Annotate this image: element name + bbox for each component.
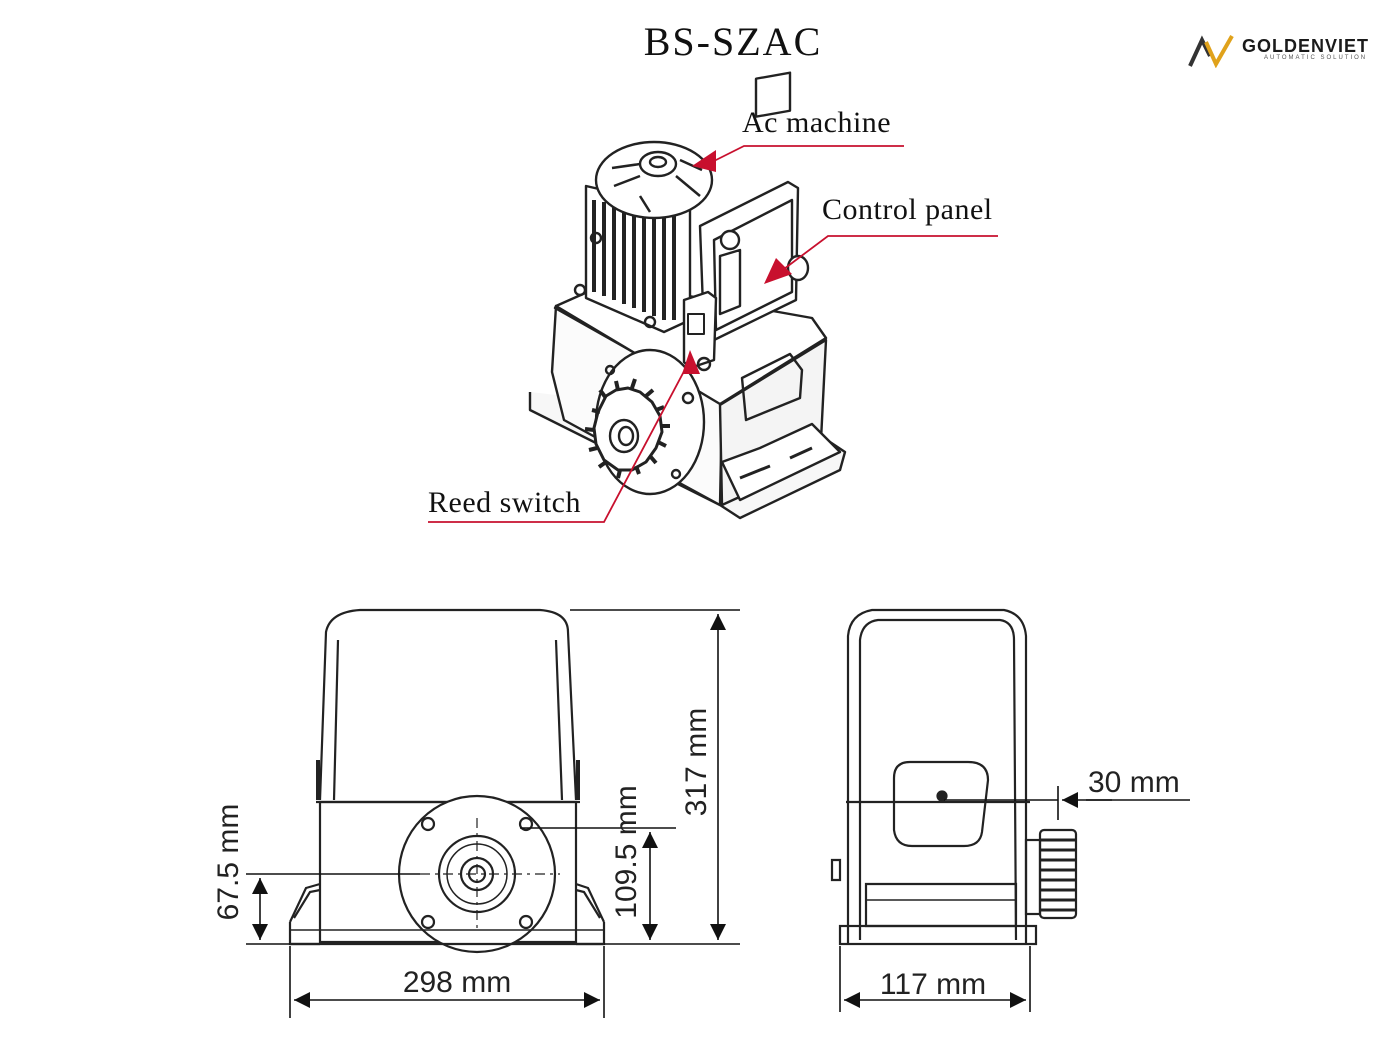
logo-tagline: AUTOMATIC SOLUTION bbox=[1264, 55, 1368, 61]
callout-leaders bbox=[428, 145, 998, 523]
control-panel-board bbox=[698, 71, 810, 342]
leader-ac-machine bbox=[711, 145, 904, 163]
reed-switch-part bbox=[682, 290, 718, 372]
callout-control-panel: Control panel bbox=[822, 193, 993, 226]
leader-reed-switch bbox=[428, 359, 691, 523]
dim-317mm: 317 mm bbox=[680, 708, 713, 816]
dim-298mm: 298 mm bbox=[403, 966, 511, 999]
isometric-view bbox=[528, 71, 847, 520]
dim-117mm: 117 mm bbox=[880, 968, 986, 1001]
leader-control-panel bbox=[779, 235, 998, 273]
dimension-lines bbox=[246, 609, 1190, 1018]
side-recess bbox=[740, 352, 804, 422]
pinion-gear bbox=[584, 378, 670, 479]
goldenviet-logo-icon bbox=[1188, 35, 1234, 68]
side-pinion-gear bbox=[1024, 828, 1078, 920]
ac-motor bbox=[573, 140, 714, 334]
side-housing-outline bbox=[846, 608, 1028, 944]
dimension-labels: 317 mm 109.5 mm 67.5 mm 298 mm 117 mm 30… bbox=[212, 708, 1180, 1001]
mounting-foot bbox=[720, 422, 842, 502]
logo-name: GOLDENVIET bbox=[1242, 36, 1370, 56]
front-elevation bbox=[288, 608, 606, 954]
side-handle-recess bbox=[892, 760, 990, 848]
front-housing-outline bbox=[318, 608, 578, 801]
dim-30mm: 30 mm bbox=[1088, 766, 1180, 799]
callout-reed-switch: Reed switch bbox=[428, 486, 581, 519]
side-elevation bbox=[830, 608, 1078, 946]
front-right-foot bbox=[575, 882, 606, 946]
dim-67-5mm: 67.5 mm bbox=[212, 804, 245, 921]
front-left-foot bbox=[288, 882, 321, 946]
brand-logo: GOLDENVIET AUTOMATIC SOLUTION bbox=[1188, 34, 1388, 68]
diagram-title: BS-SZAC bbox=[643, 19, 823, 64]
dim-109-5mm: 109.5 mm bbox=[610, 785, 643, 918]
